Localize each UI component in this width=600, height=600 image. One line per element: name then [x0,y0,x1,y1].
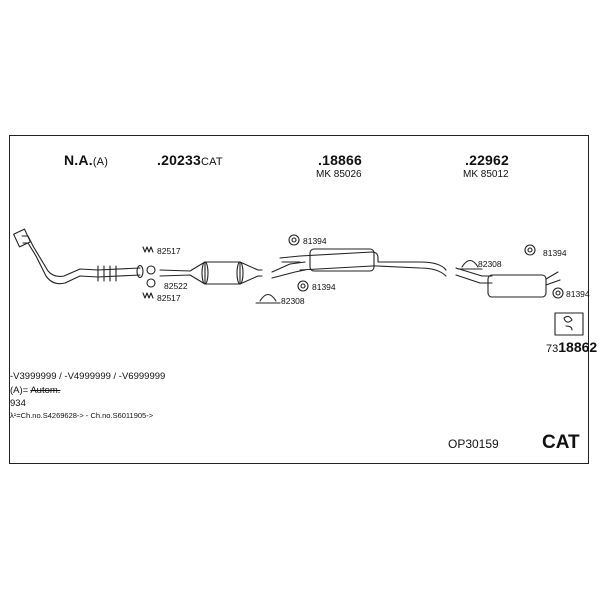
note-automatic-prefix: (A)= [10,385,31,396]
header-catalyst-suffix: CAT [201,156,223,168]
diagram-frame [9,135,589,464]
label-81394-a: 81394 [303,236,327,246]
label-82522: 82522 [164,281,188,291]
label-81394-b: 81394 [312,282,336,292]
header-rear-silencer: .22962 [465,152,510,168]
middle-silencer [271,248,447,279]
gasket-icon [146,265,156,275]
note-automatic: (A)= Autom. [10,385,60,396]
header-na: N.A.(A) [64,152,108,168]
footer-cat-badge: CAT [542,432,580,453]
rear-silencer [455,267,561,298]
clamp-icon [255,259,483,304]
label-81394-c: 81394 [543,248,567,258]
header-na-code: N.A. [64,152,93,168]
label-82308-b: 82308 [478,259,502,269]
label-81394-d: 81394 [566,289,590,299]
catalytic-converter [159,261,263,285]
note-vin-ranges: -V3999999 / -V4999999 / -V6999999 [10,371,166,382]
kit-number: 7318862 [546,339,597,355]
catalogue-card-icon [554,312,584,336]
note-automatic-struck: Autom. [30,385,61,396]
label-82517-top: 82517 [157,246,181,256]
header-catalyst-code: .20233 [157,152,202,168]
note-934: 934 [10,398,26,409]
note-chassis-range: λ¹=Ch.no.S4269628-> - Ch.no.S6011905-> [10,411,154,420]
label-82308-a: 82308 [281,296,305,306]
header-catalyst: .20233CAT [157,152,223,168]
header-na-suffix: (A) [92,156,109,168]
spring-pack-icon [142,246,154,299]
front-pipe [13,228,144,285]
kit-number-value: 18862 [558,339,598,355]
rubber-hanger-icon [288,234,564,299]
kit-number-prefix: 73 [546,343,559,355]
label-82517-bottom: 82517 [157,293,181,303]
header-middle-silencer-kit: MK 85026 [316,169,362,180]
footer-code: OP30159 [448,437,499,451]
gasket-ring-icon [146,278,156,288]
header-middle-silencer: .18866 [318,152,363,168]
header-rear-silencer-kit: MK 85012 [463,169,509,180]
